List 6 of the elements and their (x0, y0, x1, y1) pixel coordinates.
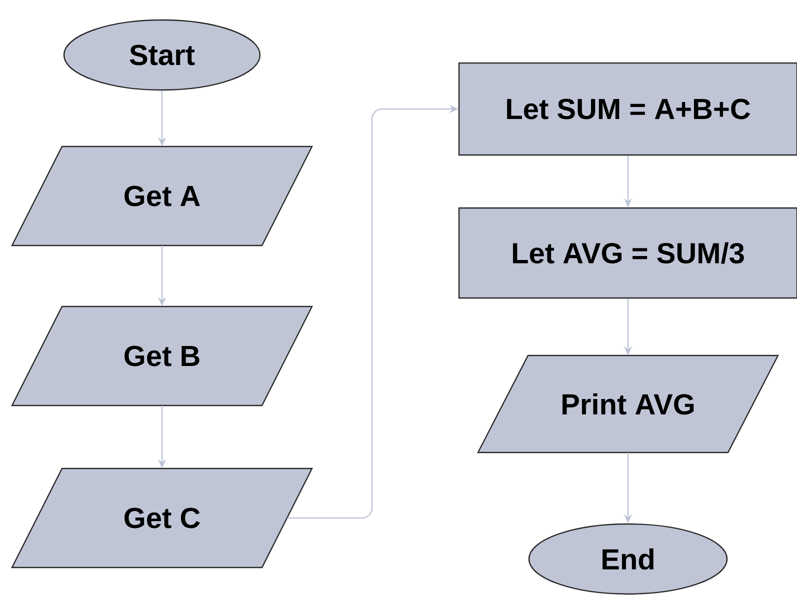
input-output-parallelogram: Print AVG (477, 354, 779, 454)
input-output-parallelogram: Get C (11, 468, 313, 568)
input-output-parallelogram: Get A (11, 146, 313, 246)
process-box: Let AVG = SUM/3 (458, 207, 797, 299)
process-box: Let SUM = A+B+C (458, 62, 797, 156)
input-output-parallelogram: Get B (11, 306, 313, 406)
